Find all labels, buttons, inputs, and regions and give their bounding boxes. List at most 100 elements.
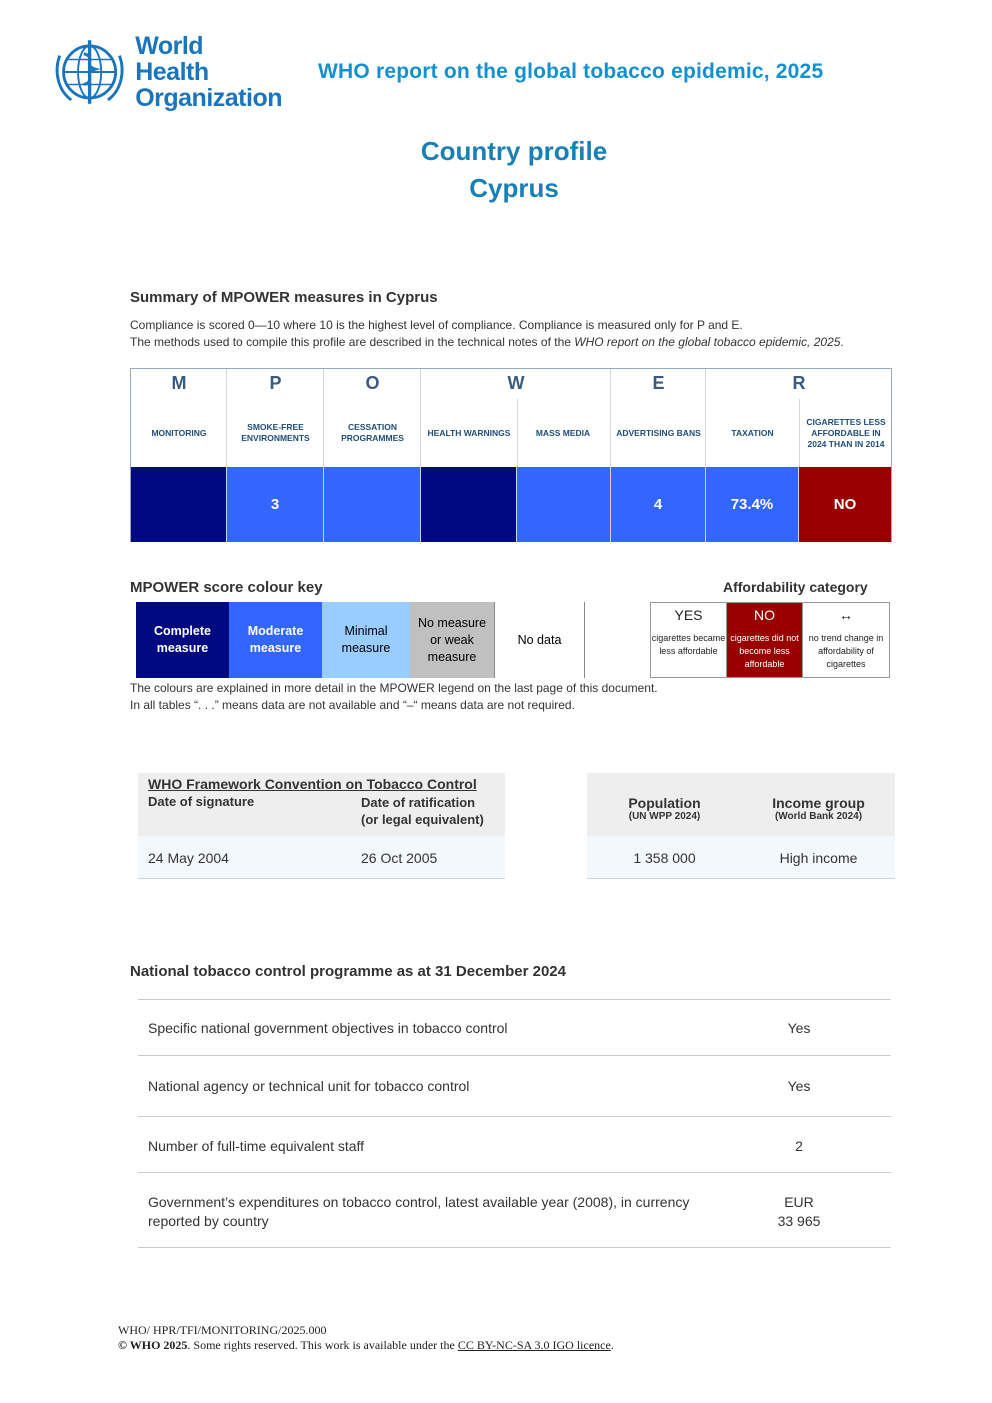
org-name-line2: Organization (135, 84, 282, 112)
r-subdivider (799, 399, 800, 467)
aff-no-trend-sub: no trend change in affordability of ciga… (808, 633, 884, 669)
w-subdivider (517, 399, 518, 467)
key-complete-label: Complete measure (154, 624, 211, 655)
note2-italic: WHO report on the global tobacco epidemi… (574, 335, 841, 349)
fctc-ratification-date: 26 Oct 2005 (361, 850, 438, 866)
income-value: High income (779, 850, 858, 866)
programme-row-label-line1: Government’s expenditures on tobacco con… (148, 1194, 690, 1210)
copyright-text: . Some rights reserved. This work is ava… (187, 1338, 458, 1352)
mpower-cell-affordable: NO (799, 467, 891, 542)
affordability-title: Affordability category (723, 579, 868, 595)
key-none-label: No measure or weak measure (417, 615, 487, 664)
population-header-label: Population (628, 795, 701, 811)
mpower-label-affordable: CIGARETTES LESS AFFORDABLE IN 2024 THAN … (806, 416, 886, 449)
footer-copyright: © WHO 2025. Some rights reserved. This w… (118, 1338, 614, 1353)
colour-key-notes: The colours are explained in more detail… (130, 680, 658, 714)
mpower-table: M P O W E R MONITORING SMOKE-FREE ENVIRO… (130, 368, 892, 542)
fctc-title: WHO Framework Convention on Tobacco Cont… (148, 776, 477, 792)
copyright-bold: © WHO 2025 (118, 1338, 188, 1352)
key-minimal-label: Minimal measure (341, 624, 391, 655)
programme-row-value-line1: EUR (784, 1194, 814, 1210)
summary-note: Compliance is scored 0—10 where 10 is th… (130, 317, 844, 351)
programme-row-value: Yes (787, 1078, 811, 1094)
mpower-label-advertising: ADVERTISING BANS (616, 427, 701, 438)
mpower-cell-cessation (324, 467, 421, 542)
who-emblem-icon (55, 40, 124, 104)
aff-yes-sub: cigarettes became less affordable (651, 633, 726, 656)
income-source: (World Bank 2024) (774, 811, 863, 822)
profile-title-line1: Country profile (420, 136, 608, 166)
who-logo: World Health Organization (52, 32, 282, 112)
programme-row: Specific national government objectives … (138, 999, 891, 1055)
note2-suffix: . (840, 335, 844, 349)
fctc-ratification-header-line1: Date of ratification (361, 795, 476, 810)
mpower-letter-p: P (269, 373, 282, 393)
mpower-col-w (421, 369, 611, 467)
key-moderate-label: Moderate measure (247, 624, 304, 655)
fctc-signature-header: Date of signature (148, 794, 255, 809)
population-value: 1 358 000 (633, 850, 696, 866)
fctc-ratification-header: Date of ratification (or legal equivalen… (361, 794, 484, 828)
key-no-data: No data (494, 602, 584, 678)
income-header-label: Income group (772, 795, 865, 811)
aff-no-head: NO (754, 607, 775, 623)
programme-row: Government’s expenditures on tobacco con… (138, 1172, 891, 1248)
mpower-label-mass-media: MASS MEDIA (535, 427, 591, 438)
programme-row: Number of full-time equivalent staff 2 (138, 1116, 891, 1172)
population-header-band (587, 773, 895, 836)
mpower-letter-w: W (507, 373, 525, 393)
mpower-cell-advertising: 4 (611, 467, 706, 542)
fctc-table: WHO Framework Convention on Tobacco Cont… (138, 773, 505, 879)
copyright-end: . (610, 1338, 614, 1352)
mpower-letter-e: E (652, 373, 665, 393)
aff-no-sub: cigarettes did not become less affordabl… (730, 633, 799, 669)
programme-row-value: Yes (787, 1020, 811, 1036)
licence-link[interactable]: CC BY-NC-SA 3.0 IGO licence (457, 1338, 611, 1352)
key-no-data-label: No data (517, 632, 562, 647)
mpower-label-monitoring: MONITORING (151, 427, 207, 438)
aff-yes-head: YES (674, 607, 703, 623)
key-moderate: Moderate measure (229, 602, 322, 678)
mpower-label-health-warnings: HEALTH WARNINGS (427, 427, 511, 438)
mpower-col-p (227, 369, 324, 467)
fctc-header-band (138, 773, 505, 836)
summary-note-line2: The methods used to compile this profile… (130, 334, 844, 351)
key-none: No measure or weak measure (410, 602, 494, 678)
summary-note-line1: Compliance is scored 0—10 where 10 is th… (130, 318, 743, 332)
programme-row-label: Government’s expenditures on tobacco con… (148, 1193, 689, 1231)
report-title: WHO report on the global tobacco epidemi… (318, 60, 824, 83)
footer-doc-code: WHO/ HPR/TFI/MONITORING/2025.000 (118, 1323, 327, 1337)
aff-arrow-icon: ↔ (839, 607, 853, 623)
org-name-line1: World Health (135, 32, 209, 86)
profile-title: Country profile Cyprus (0, 133, 992, 207)
aff-yes: YES cigarettes became less affordable (650, 602, 727, 678)
mpower-cell-health-warnings (421, 467, 517, 542)
population-header: Population (UN WPP 2024) (587, 795, 742, 822)
fctc-ratification-header-line2: (or legal equivalent) (361, 812, 484, 827)
country-name: Cyprus (469, 173, 559, 203)
programme-row-value: EUR 33 965 (728, 1193, 870, 1231)
mpower-col-o (324, 369, 421, 467)
colour-key-note1: The colours are explained in more detail… (130, 681, 658, 695)
colour-key-title: MPOWER score colour key (130, 579, 323, 596)
programme-row-label: National agency or technical unit for to… (148, 1078, 470, 1094)
mpower-col-e (611, 369, 706, 467)
aff-no-trend: ↔ no trend change in affordability of ci… (802, 602, 890, 678)
note2-prefix: The methods used to compile this profile… (130, 335, 575, 349)
key-complete: Complete measure (136, 602, 229, 678)
programme-row-label: Specific national government objectives … (148, 1020, 508, 1036)
fctc-value-band (138, 836, 505, 879)
programme-row-label: Number of full-time equivalent staff (148, 1138, 365, 1154)
population-value-band (587, 836, 895, 879)
mpower-letter-r: R (792, 373, 806, 393)
mpower-cell-taxation: 73.4% (706, 467, 799, 542)
mpower-cell-mass-media (517, 467, 611, 542)
mpower-letter-o: O (365, 373, 380, 393)
programme-row-label-line2: reported by country (148, 1213, 269, 1229)
population-source: (UN WPP 2024) (628, 811, 701, 822)
programme-row: National agency or technical unit for to… (138, 1055, 891, 1116)
programme-row-value-line2: 33 965 (777, 1213, 821, 1229)
mpower-col-m (131, 369, 227, 467)
key-minimal: Minimal measure (322, 602, 410, 678)
population-table: Population (UN WPP 2024) Income group (W… (587, 773, 895, 879)
